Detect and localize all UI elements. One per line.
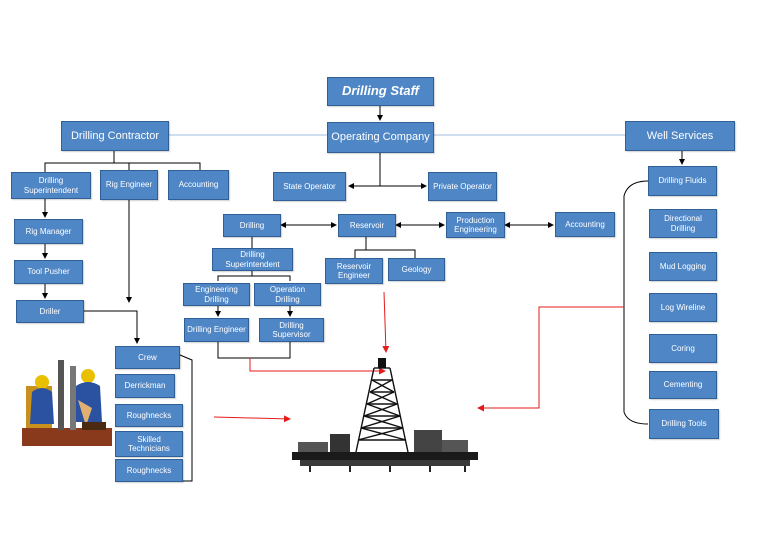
reservoir-box: Reservoir: [338, 214, 396, 237]
driller-box: Driller: [16, 300, 84, 323]
operator-drilling-box: Drilling: [223, 214, 281, 237]
workers-illustration: [22, 360, 112, 446]
operator-drilling-superintendent-box: Drilling Superintendent: [212, 248, 293, 271]
roughnecks-box-2: Roughnecks: [115, 459, 183, 482]
reservoir-engineer-box: Reservoir Engineer: [325, 258, 383, 284]
drilling-staff-title: Drilling Staff: [327, 77, 434, 106]
private-operator-box: Private Operator: [428, 172, 497, 201]
state-operator-box: State Operator: [273, 172, 346, 201]
cementing-box: Cementing: [649, 371, 717, 399]
coring-box: Coring: [649, 334, 717, 363]
directional-drilling-box: Directional Drilling: [649, 209, 717, 238]
drilling-tools-box: Drilling Tools: [649, 409, 719, 439]
contractor-accounting-box: Accounting: [168, 170, 229, 200]
drilling-supervisor-box: Drilling Supervisor: [259, 318, 324, 342]
operating-company-box: Operating Company: [327, 122, 434, 153]
roughnecks-box: Roughnecks: [115, 404, 183, 427]
well-services-box: Well Services: [625, 121, 735, 151]
drilling-fluids-box: Drilling Fluids: [648, 166, 717, 196]
contractor-drilling-superintendent-box: Drilling Superintendent: [11, 172, 91, 199]
derrickman-box: Derrickman: [115, 374, 175, 398]
geology-box: Geology: [388, 258, 445, 281]
log-wireline-box: Log Wireline: [649, 293, 717, 322]
drilling-contractor-box: Drilling Contractor: [61, 121, 169, 151]
skilled-technicians-box: Skilled Technicians: [115, 431, 183, 457]
mud-logging-box: Mud Logging: [649, 252, 717, 281]
tool-pusher-box: Tool Pusher: [14, 260, 83, 284]
drilling-rig-illustration: [292, 358, 478, 472]
drilling-engineer-box: Drilling Engineer: [184, 318, 249, 342]
engineering-drilling-box: Engineering Drilling: [183, 283, 250, 306]
rig-engineer-box: Rig Engineer: [100, 170, 158, 200]
crew-box: Crew: [115, 346, 180, 369]
operator-accounting-box: Accounting: [555, 212, 615, 237]
operation-drilling-box: Operation Drilling: [254, 283, 321, 306]
rig-manager-box: Rig Manager: [14, 219, 83, 244]
production-engineering-box: Production Engineering: [446, 212, 505, 238]
